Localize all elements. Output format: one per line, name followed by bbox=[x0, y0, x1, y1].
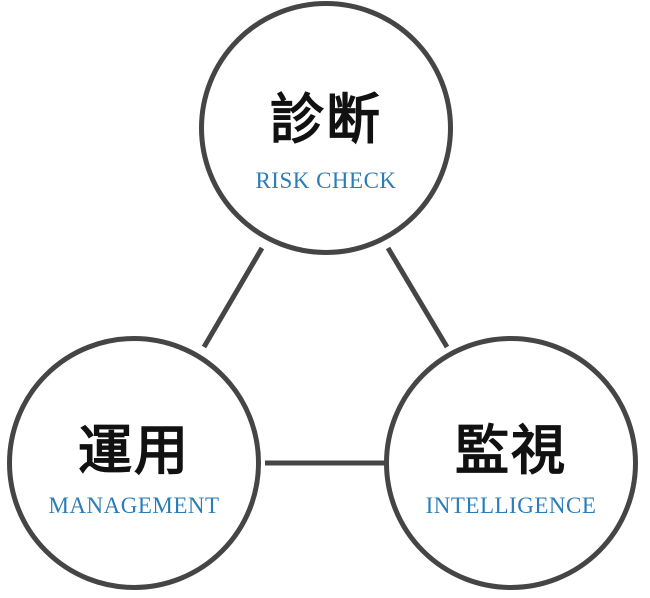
node-title: 運用 bbox=[78, 418, 190, 482]
edge-top-left bbox=[201, 246, 265, 349]
node-title: 診断 bbox=[270, 87, 382, 151]
node-subtitle: RISK CHECK bbox=[255, 168, 397, 193]
node-risk-check: 診断 RISK CHECK bbox=[199, 1, 453, 255]
node-intelligence: 監視 INTELLIGENCE bbox=[384, 336, 638, 590]
node-title: 監視 bbox=[455, 418, 567, 482]
node-management: 運用 MANAGEMENT bbox=[7, 336, 261, 590]
node-subtitle: INTELLIGENCE bbox=[425, 493, 597, 518]
edge-top-right bbox=[385, 246, 450, 349]
node-subtitle: MANAGEMENT bbox=[48, 493, 220, 518]
